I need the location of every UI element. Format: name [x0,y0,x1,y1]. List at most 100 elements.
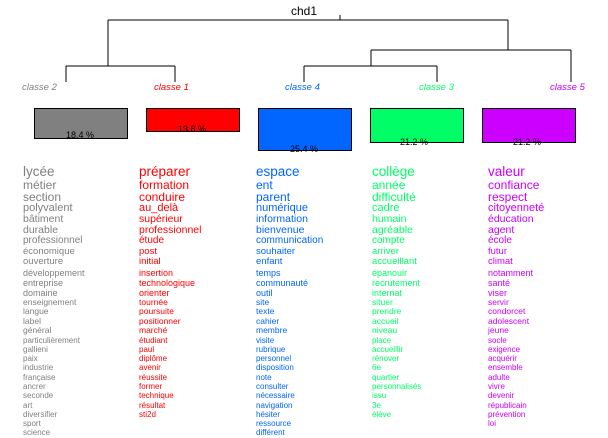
class-box-classe-2 [34,108,128,139]
word-item: diversifier [23,409,58,419]
word-item: formation [139,177,190,192]
word-item: seconde [23,391,54,401]
word-item: supérieur [139,213,183,225]
class-label-classe-3: classe 3 [419,82,454,93]
word-item: place [372,335,392,345]
word-item: quartier [372,372,400,382]
word-item: accueillant [372,256,417,267]
word-item: tournée [139,296,168,307]
word-item: niveau [372,325,398,335]
word-item: réussite [139,372,168,382]
word-item: française [23,372,56,382]
class-label-classe-4: classe 4 [285,82,320,93]
word-item: numérique [256,201,308,214]
word-item: personnalisés [372,381,422,391]
word-item: cadre [372,201,400,214]
word-item: avenir [139,363,161,373]
word-item: confiance [488,177,540,192]
class-percent-classe-5: 21.2 % [513,137,542,147]
class-label-classe-1: classe 1 [154,82,189,93]
word-item: disposition [256,363,294,373]
word-item: école [488,235,512,246]
word-item: sport [23,419,41,429]
word-item: parent [256,189,291,204]
word-item: acquérir [488,354,517,364]
word-item: 6e [372,363,381,373]
word-item: consulter [256,381,289,391]
word-item: au_delà [139,201,179,214]
word-item: prévention [488,409,526,419]
word-item: loi [488,419,497,429]
word-item: professionnel [23,235,83,246]
word-item: agent [488,224,515,236]
class-box-classe-5 [482,108,576,143]
word-item: visite [256,335,275,345]
word-item: vivre [488,381,505,391]
word-item: internat [372,287,403,298]
class-percent-classe-4: 25.4 % [290,144,319,154]
word-item: développement [23,267,85,278]
word-item: citoyenneté [488,201,545,214]
word-item: professionnel [139,224,202,236]
word-item: lycée [23,164,55,179]
class-label-classe-2: classe 2 [22,82,57,93]
word-item: navigation [256,400,293,410]
word-item: bâtiment [23,213,64,225]
word-item: nécessaire [256,391,295,401]
word-item: paix [23,354,38,364]
word-item: art [23,400,33,410]
word-item: enfant [256,256,283,267]
word-item: paul [139,344,155,354]
word-item: collège [372,164,415,179]
word-item: devenir [488,391,515,401]
word-item: former [139,381,163,391]
word-item: note [256,372,272,382]
word-item: sti2d [139,409,156,419]
word-item: orienter [139,287,170,298]
word-item: communication [256,235,324,246]
class-percent-classe-3: 21.2 % [400,137,429,147]
word-item: souhaiter [256,245,296,257]
word-item: général [23,325,52,335]
word-item: étude [139,235,165,246]
word-item: 3e [372,400,381,410]
word-item: accueil [372,315,399,326]
figure-title: chd1 [290,4,318,18]
word-item: insertion [139,267,174,278]
class-box-classe-1 [146,108,240,132]
word-item: espace [256,164,300,179]
word-item: situer [372,296,393,307]
word-item: préparer [139,164,191,179]
word-item: diplôme [139,354,168,364]
word-item: métier [23,177,57,192]
word-item: futur [488,245,508,257]
word-item: technique [139,391,174,401]
word-item: résultat [139,400,166,410]
word-item: poursuite [139,306,174,316]
word-item: condorcet [488,306,526,316]
word-item: difficulté [372,189,416,204]
word-item: industrie [23,363,54,373]
word-item: domaine [23,287,58,298]
word-item: membre [256,325,288,335]
word-item: site [256,296,270,307]
word-item: science [23,428,51,438]
word-item: épanouir [372,267,408,278]
word-item: post [139,245,157,257]
word-item: adulte [488,372,510,382]
word-item: prendre [372,306,402,316]
word-item: ensemble [488,363,523,373]
word-item: cahier [256,315,280,326]
class-box-classe-4 [258,108,352,151]
word-item: éducation [488,213,534,225]
class-label-classe-5: classe 5 [550,82,585,93]
word-item: notamment [488,267,534,278]
word-item: conduire [139,189,186,204]
word-item: climat [488,256,513,267]
word-item: outil [256,287,273,298]
word-item: différent [256,428,285,438]
word-item: accueillir [372,344,404,354]
